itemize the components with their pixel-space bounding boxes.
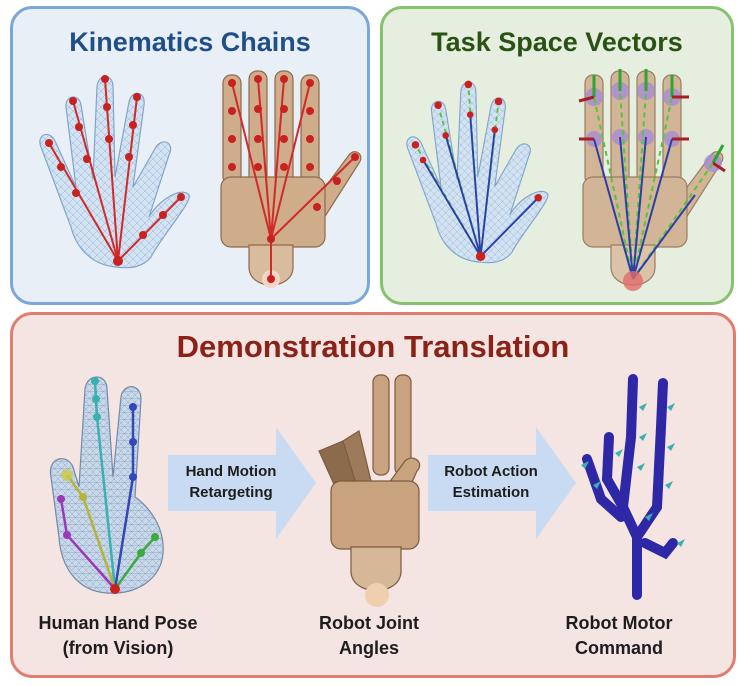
joint-angles-line2: Angles bbox=[338, 638, 399, 658]
robot-motor-command-caption: Robot Motor Command bbox=[539, 611, 699, 661]
retargeting-arrow-label: Hand Motion Retargeting bbox=[168, 461, 294, 503]
motor-command-line1: Robot Motor bbox=[565, 613, 673, 633]
estimation-line2: Estimation bbox=[452, 484, 530, 501]
kinematics-chains-title: Kinematics Chains bbox=[69, 27, 311, 57]
demonstration-translation-panel: Demonstration Translation Ha bbox=[10, 312, 736, 678]
robot-hand-vectors-icon bbox=[578, 69, 726, 291]
human-pose-line1: Human Hand Pose bbox=[38, 613, 198, 633]
robot-motor-command-icon bbox=[581, 374, 685, 600]
kinematics-chains-panel: Kinematics Chains bbox=[10, 6, 370, 305]
retargeting-line2: Retargeting bbox=[189, 484, 273, 501]
human-hand-pose-icon bbox=[49, 376, 164, 594]
human-hand-pose-caption: Human Hand Pose (from Vision) bbox=[13, 611, 223, 661]
estimation-arrow-label: Robot Action Estimation bbox=[428, 461, 554, 503]
robot-joint-angles-icon bbox=[318, 374, 421, 607]
human-hand-vectors-icon bbox=[406, 80, 549, 264]
retargeting-arrow-icon bbox=[168, 427, 316, 539]
robot-hand-icon bbox=[220, 70, 362, 288]
task-space-vectors-title: Task Space Vectors bbox=[431, 27, 683, 57]
demonstration-translation-title: Demonstration Translation bbox=[176, 329, 570, 364]
human-pose-line2: (from Vision) bbox=[62, 638, 174, 658]
estimation-line1: Robot Action bbox=[444, 463, 538, 480]
human-hand-mesh-icon bbox=[39, 75, 190, 269]
task-space-vectors-panel: Task Space Vectors bbox=[380, 6, 734, 305]
estimation-arrow-icon bbox=[428, 427, 576, 539]
robot-joint-angles-caption: Robot Joint Angles bbox=[289, 611, 449, 661]
joint-angles-line1: Robot Joint bbox=[319, 613, 419, 633]
motor-command-line2: Command bbox=[574, 638, 663, 658]
retargeting-line1: Hand Motion bbox=[185, 463, 277, 480]
